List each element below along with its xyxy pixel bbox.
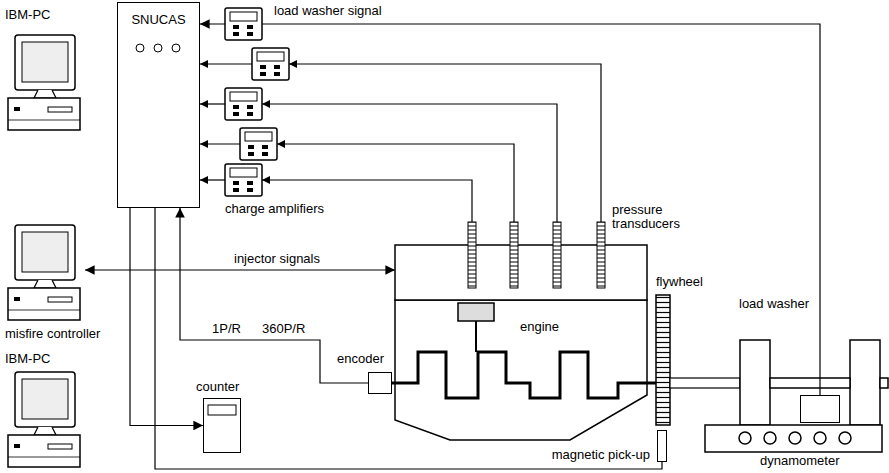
part-label: charge amplifiers <box>225 202 324 216</box>
charge-amplifier <box>225 88 262 120</box>
knob <box>154 44 162 52</box>
engine-body <box>392 245 656 440</box>
flywheel: flywheel <box>656 295 670 425</box>
knob <box>172 44 180 52</box>
encoder-box: encoder <box>368 372 392 394</box>
part-label: pressure transducers <box>612 203 690 231</box>
node-label: encoder <box>337 352 384 366</box>
part-label: 1P/R <box>212 322 241 336</box>
counter-display <box>208 405 236 415</box>
charge-amplifier <box>225 164 262 196</box>
pickup-sensor: magnetic pick-up <box>657 430 667 462</box>
dynamometer-body <box>705 340 888 452</box>
node-label: counter <box>196 380 239 394</box>
node-label: magnetic pick-up <box>546 448 650 462</box>
node-label: engine <box>520 320 559 334</box>
charge-amplifier <box>252 48 289 80</box>
signal-label: load washer signal <box>272 4 384 18</box>
shaft <box>670 378 740 388</box>
counter-box: counter <box>203 398 241 453</box>
load-washer: load washer <box>800 395 840 423</box>
node-label: flywheel <box>656 275 703 289</box>
knob <box>136 44 144 52</box>
signal-wire <box>200 64 601 222</box>
signal-connector <box>85 269 395 270</box>
signal-connector <box>200 24 820 395</box>
charge-amplifier <box>225 8 262 40</box>
computer-icon <box>8 225 80 320</box>
node-label: dynamometer <box>760 454 839 468</box>
signal-label: injector signals <box>232 252 322 266</box>
flywheel-disc <box>656 295 670 425</box>
pressure-transducer <box>468 222 605 288</box>
computer: IBM-PC <box>5 8 85 138</box>
node-label: SNUCAS <box>118 13 199 27</box>
node-label: IBM-PC <box>5 8 51 22</box>
charge-amplifier <box>240 128 277 160</box>
node-label: misfire controller <box>5 327 100 341</box>
part-label: 360P/R <box>262 322 305 336</box>
node-label: IBM-PC <box>5 352 51 366</box>
signal-connector <box>155 208 662 469</box>
node-label: load washer <box>739 297 809 311</box>
daq-box: SNUCAS <box>117 2 200 208</box>
signal-connector <box>130 208 203 426</box>
computer-icon <box>8 35 80 130</box>
computer: misfire controller <box>5 222 85 347</box>
computer: IBM-PC <box>5 352 85 470</box>
dynamometer: dynamometerload washer <box>705 300 882 452</box>
computer-icon <box>8 372 80 467</box>
engine: engine <box>395 245 647 440</box>
